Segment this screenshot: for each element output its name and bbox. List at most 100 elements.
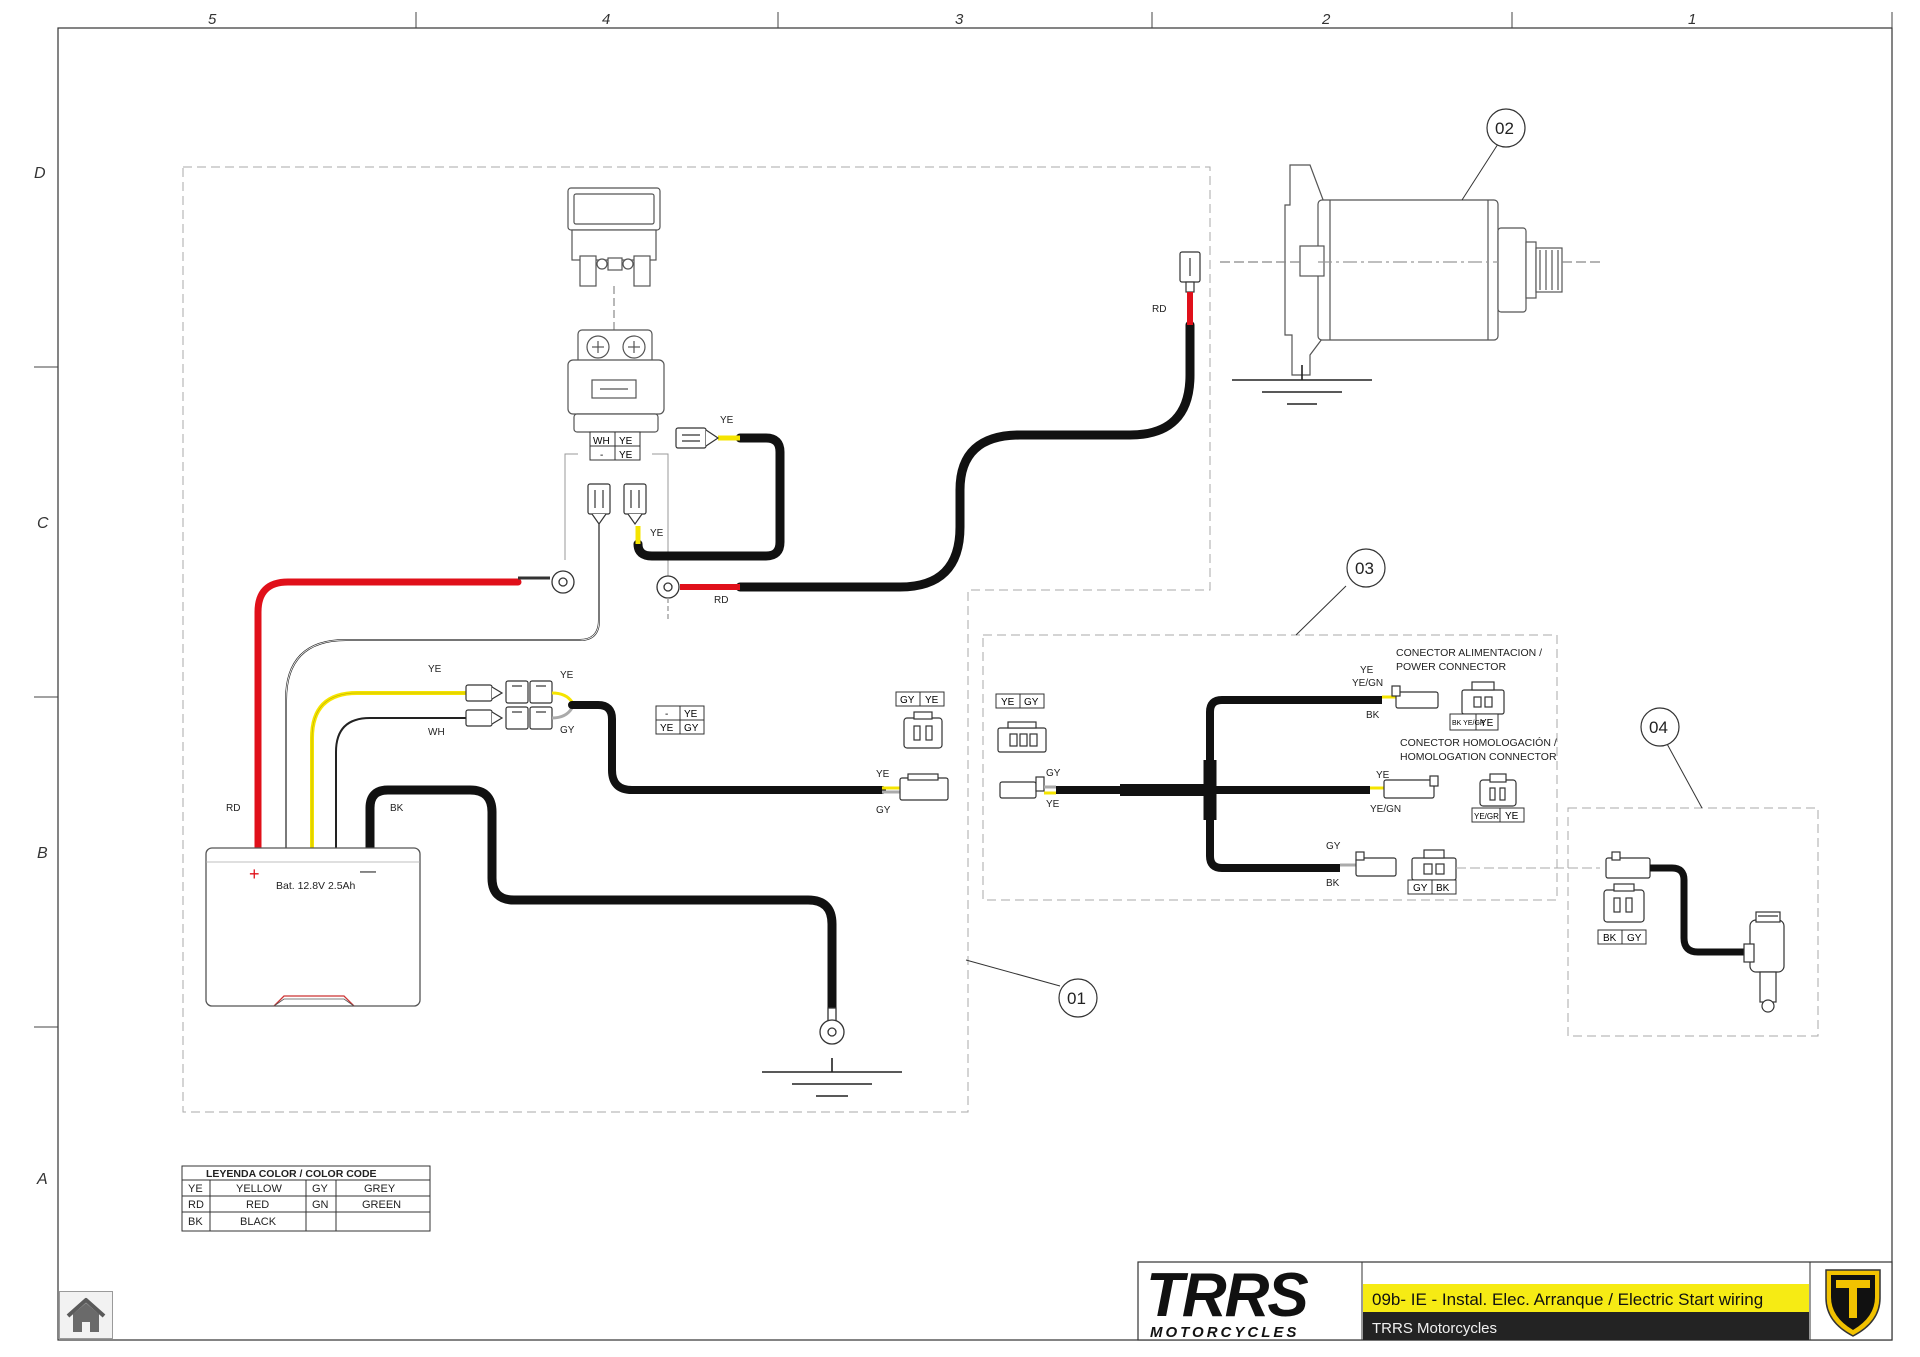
label-plug-ye: YE: [876, 769, 890, 780]
label-sw-wh-left: WH: [428, 727, 445, 738]
switch-04-cable: [1650, 864, 1752, 956]
company-name: TRRS Motorcycles: [1372, 1320, 1497, 1337]
plug-face: [903, 711, 943, 749]
h03-pc-bk: BK: [1366, 710, 1380, 721]
wire-black-to-plug: [568, 701, 886, 794]
wire-battery-red: [254, 578, 522, 858]
row-label-a: A: [36, 1171, 48, 1188]
col-label-5: 5: [208, 11, 217, 28]
callout-02: 02: [1495, 119, 1514, 138]
h03-hc-title-2: HOMOLOGATION CONNECTOR: [1400, 751, 1557, 763]
sw04-pin-bk: BK: [1603, 933, 1617, 944]
relay-ring-terminal: [656, 575, 680, 622]
harness-branch-top: [1206, 696, 1382, 790]
relay-pin-wh: WH: [593, 436, 610, 447]
relay-pin-ye-top: YE: [619, 436, 633, 447]
starter-ground-symbol: [1232, 365, 1372, 405]
harness-pin-head: YE GY: [995, 693, 1045, 709]
legend-r0-c2: GY: [312, 1183, 329, 1195]
legend-r0-c0: YE: [188, 1183, 203, 1195]
callout-03: 03: [1355, 559, 1374, 578]
callout-circles: [1058, 108, 1680, 1018]
switch-04-pins: BK GY: [1597, 929, 1647, 945]
legend-r1-c3: GREEN: [362, 1199, 401, 1211]
plug-pin-gy: GY: [900, 695, 915, 706]
homologation-connector-face: [1479, 773, 1517, 807]
h03-pc-title-1: CONECTOR ALIMENTACION /: [1396, 647, 1542, 659]
plug-pin-ye: YE: [925, 695, 939, 706]
harness-input-face: [997, 721, 1047, 753]
plug-connector: [899, 773, 949, 801]
column-labels: 5 4 3 2 1: [208, 11, 1696, 28]
label-bat-rd: RD: [226, 803, 240, 814]
label-bat-bk: BK: [390, 803, 404, 814]
brand-wordmark: TRRS: [1146, 1261, 1308, 1330]
col-label-4: 4: [602, 11, 610, 28]
wire-relay-loop-black: [633, 433, 785, 561]
legend-r1-c1: RED: [246, 1199, 269, 1211]
row-labels: D C B A: [34, 165, 49, 1188]
sheet-frame: [57, 27, 1893, 1341]
h03-in-gy: GY: [1046, 768, 1061, 779]
legend-r0-c3: GREY: [364, 1183, 396, 1195]
wire-switch-gy-out: [551, 707, 574, 720]
color-legend: LEYENDA COLOR / COLOR CODE YE YELLOW GY …: [181, 1165, 431, 1232]
h03-in-ye: YE: [1046, 799, 1060, 810]
home-icon: [66, 1298, 106, 1332]
callout-01: 01: [1067, 989, 1086, 1008]
wire-labels: YE YE RD RD RD BK YE WH YE GY YE GY: [226, 304, 1166, 816]
battery-plus: +: [249, 864, 260, 884]
battery-ring-terminal: [518, 570, 575, 594]
bb-pin-gy: GY: [1413, 883, 1428, 894]
h03-pc-ye: YE: [1360, 665, 1374, 676]
legend-r2-c1: BLACK: [240, 1216, 277, 1228]
legend-title: LEYENDA COLOR / COLOR CODE: [206, 1168, 377, 1180]
h03-hc-ye: YE: [1376, 770, 1390, 781]
label-starter-rd: RD: [1152, 304, 1166, 315]
label-relay-in-ye: YE: [650, 528, 664, 539]
legend-r2-c0: BK: [188, 1216, 203, 1228]
label-sw-ye-right: YE: [560, 670, 574, 681]
power-connector-pins: BK YE/GR YE: [1449, 713, 1499, 731]
label-sw-ye-left: YE: [428, 664, 442, 675]
bottom-branch-plug: [1355, 851, 1397, 877]
callout-04: 04: [1649, 718, 1668, 737]
wire-thin-wh-switch: [335, 717, 466, 854]
relay-pin-table: WH YE - YE: [589, 431, 641, 461]
harness-input-connector: [999, 776, 1045, 799]
switch-04-connector: [1603, 851, 1651, 923]
region-03-outline: [982, 634, 1558, 901]
legend-r1-c2: GN: [312, 1199, 329, 1211]
starter-motor: [1220, 164, 1600, 376]
kill-switch: [1743, 911, 1785, 1013]
row-label-d: D: [34, 165, 46, 182]
title-bar-dark: [1363, 1312, 1809, 1340]
row-label-c: C: [37, 515, 49, 532]
sw-pin-ye: YE: [684, 709, 698, 720]
homologation-connector-plug: [1383, 775, 1439, 799]
battery: [205, 847, 421, 1007]
sw-pin-dash: -: [665, 709, 668, 720]
home-button[interactable]: [59, 1291, 113, 1339]
h03-bk: BK: [1326, 878, 1340, 889]
harness-pin-gy: GY: [1024, 697, 1039, 708]
homologation-connector-pins: YE/GR YE: [1471, 807, 1525, 823]
label-relay-ring-rd: RD: [714, 595, 728, 606]
relay-pin-dash: -: [600, 450, 603, 461]
bb-pin-bk: BK: [1436, 883, 1450, 894]
relay-terminals: [587, 483, 647, 526]
hc-pin-yegr: YE/GR: [1474, 812, 1499, 821]
relay-loop-spade: [675, 427, 720, 449]
legend-r1-c0: RD: [188, 1199, 204, 1211]
drawing-title: 09b- IE - Instal. Elec. Arranque / Elect…: [1372, 1290, 1763, 1309]
wire-battery-ground-black: [365, 785, 837, 1015]
h03-gy: GY: [1326, 841, 1341, 852]
plug-pin-head: GY YE: [895, 691, 945, 707]
relay-leaders: [564, 453, 669, 600]
wire-thin-yellow-switch-edge: [311, 692, 466, 854]
region-04-outline: [1567, 807, 1819, 1037]
h03-pc-yegn: YE/GN: [1352, 678, 1383, 689]
power-connector-face: [1461, 681, 1505, 715]
power-connector-plug: [1391, 685, 1439, 709]
